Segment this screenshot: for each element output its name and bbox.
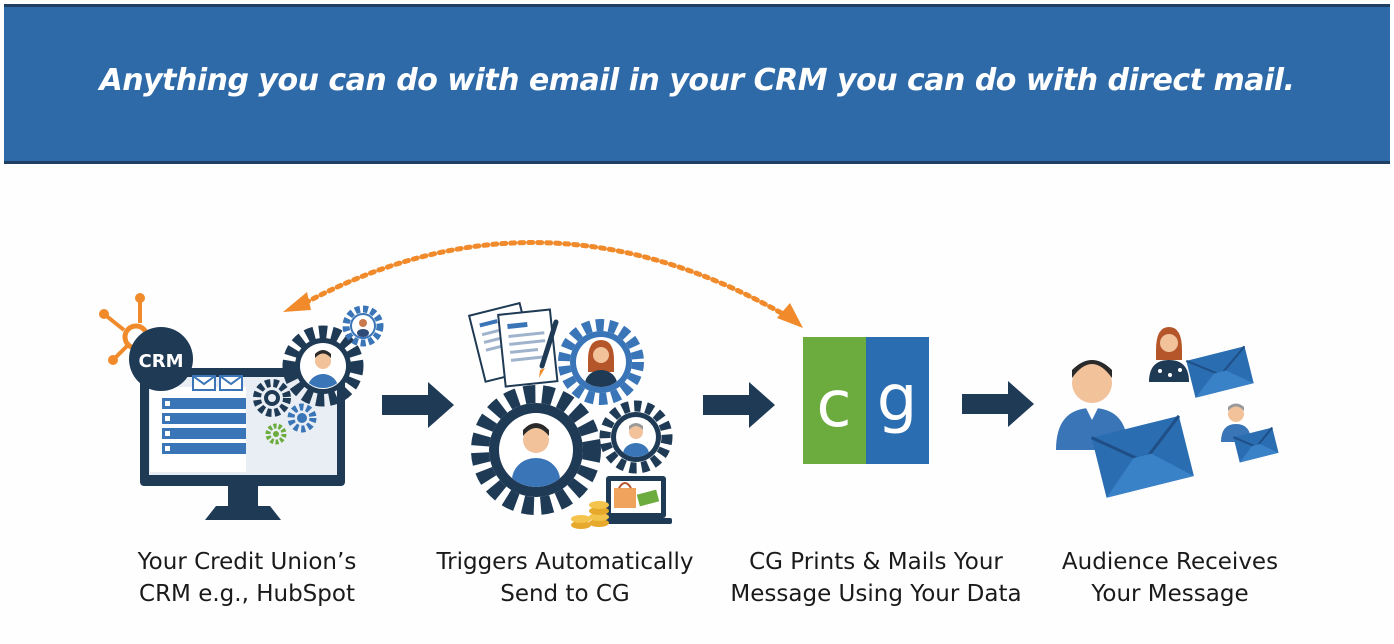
cg-logo-g: g [877,362,918,436]
header-banner: Anything you can do with email in your C… [4,4,1390,164]
flow-arrow-1 [382,382,454,428]
cg-logo: c g [803,337,929,464]
step-1-caption: Your Credit Union’s CRM e.g., HubSpot [92,546,402,610]
cg-logo-c: c [816,368,851,442]
step-4-caption: Audience Receives Your Message [1030,546,1310,610]
flow-arrow-3 [962,381,1034,427]
step-4-caption-line1: Audience Receives [1061,549,1279,575]
step-3-caption-line2: Message Using Your Data [730,581,1022,607]
step-2-caption: Triggers Automatically Send to CG [410,546,720,610]
gear-automation-icon [467,301,673,529]
feedback-arrow [283,240,803,328]
crm-badge-label: CRM [139,351,184,372]
step-1-caption-line2: CRM e.g., HubSpot [139,581,355,607]
step-4-caption-line2: Your Message [1091,581,1249,607]
step-3-caption: CG Prints & Mails Your Message Using You… [716,546,1036,610]
banner-title: Anything you can do with email in your C… [99,62,1295,98]
crm-monitor-icon: CRM [99,293,384,520]
step-2-caption-line1: Triggers Automatically [436,549,694,575]
crm-badge [129,327,193,391]
step-2-caption-line2: Send to CG [500,581,630,607]
step-3-caption-line1: CG Prints & Mails Your [749,549,1003,575]
flow-arrow-2 [703,382,775,428]
audience-envelopes-icon [1056,327,1279,498]
step-1-caption-line1: Your Credit Union’s [137,549,357,575]
